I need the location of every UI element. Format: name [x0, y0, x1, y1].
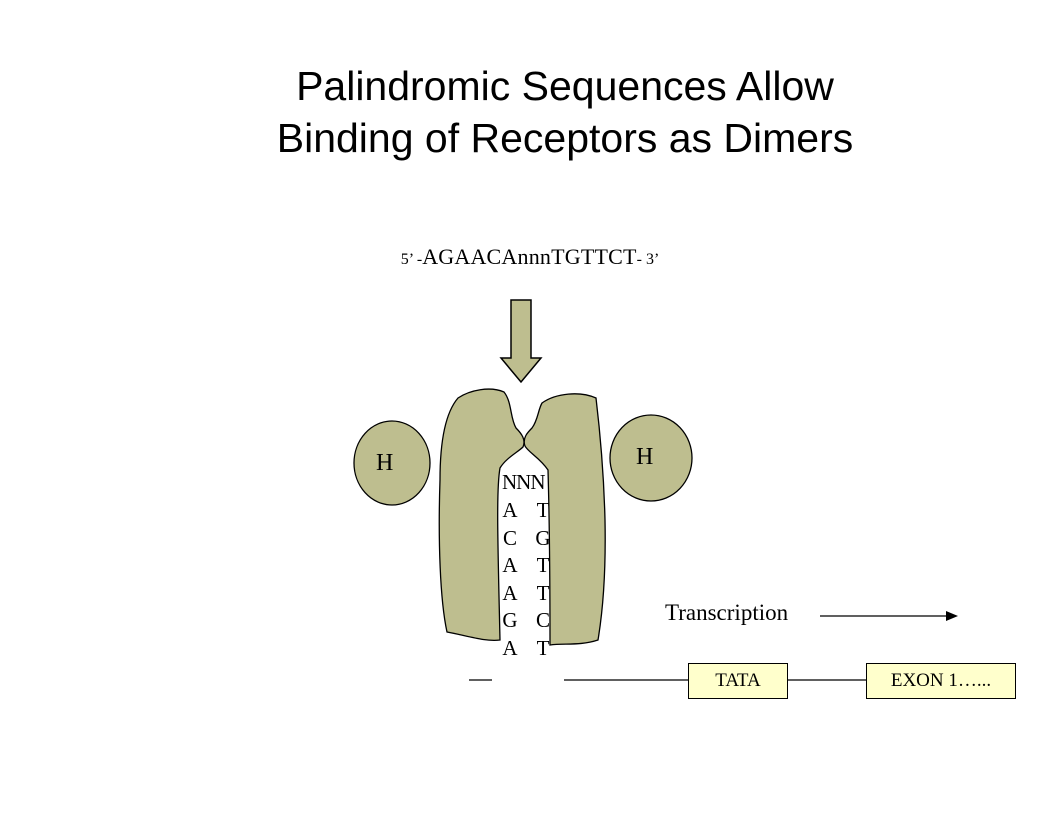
tata-box: TATA [688, 663, 788, 699]
dna-left-base: A [502, 580, 518, 605]
palindrome-core: AGAACAnnnTGTTCT [422, 244, 637, 269]
transcription-label: Transcription [665, 600, 789, 625]
dna-left-base: G [502, 608, 518, 632]
receptor-right [523, 393, 606, 646]
transcription-arrowhead-icon [946, 611, 958, 621]
dna-left-base: A [502, 553, 518, 577]
dna-left-strand: A C A A G A [498, 497, 522, 662]
hormone-left-label: H [376, 450, 394, 476]
receptor-left [438, 388, 525, 642]
dna-right-base: G [535, 525, 551, 550]
exon-1-box: EXON 1…... [866, 663, 1016, 699]
five-prime-end: 5’ - [400, 251, 423, 268]
slide-title: Palindromic Sequences Allow Binding of R… [150, 60, 980, 164]
title-line-1: Palindromic Sequences Allow [296, 63, 834, 109]
three-prime-end: - 3’ [636, 251, 660, 268]
down-arrow-icon [499, 299, 543, 384]
hormone-left [353, 420, 431, 506]
hormone-right [609, 414, 693, 502]
dna-right-base: T [536, 635, 550, 660]
hormone-right-label: H [636, 444, 654, 470]
dna-right-base: T [536, 580, 550, 605]
title-line-2: Binding of Receptors as Dimers [276, 115, 854, 161]
dna-left-base: A [502, 635, 518, 660]
dna-spacer-nnn: NNN [502, 470, 545, 494]
response-element-sequence: 5’ -AGAACAnnnTGTTCT- 3’ [330, 244, 730, 270]
dna-left-base: C [502, 525, 517, 550]
dna-right-base: C [535, 608, 550, 632]
dna-right-base: T [536, 553, 550, 577]
dna-right-base: T [536, 498, 550, 522]
dna-left-base: A [502, 498, 518, 522]
dna-right-strand: T G T T C T [531, 497, 555, 662]
